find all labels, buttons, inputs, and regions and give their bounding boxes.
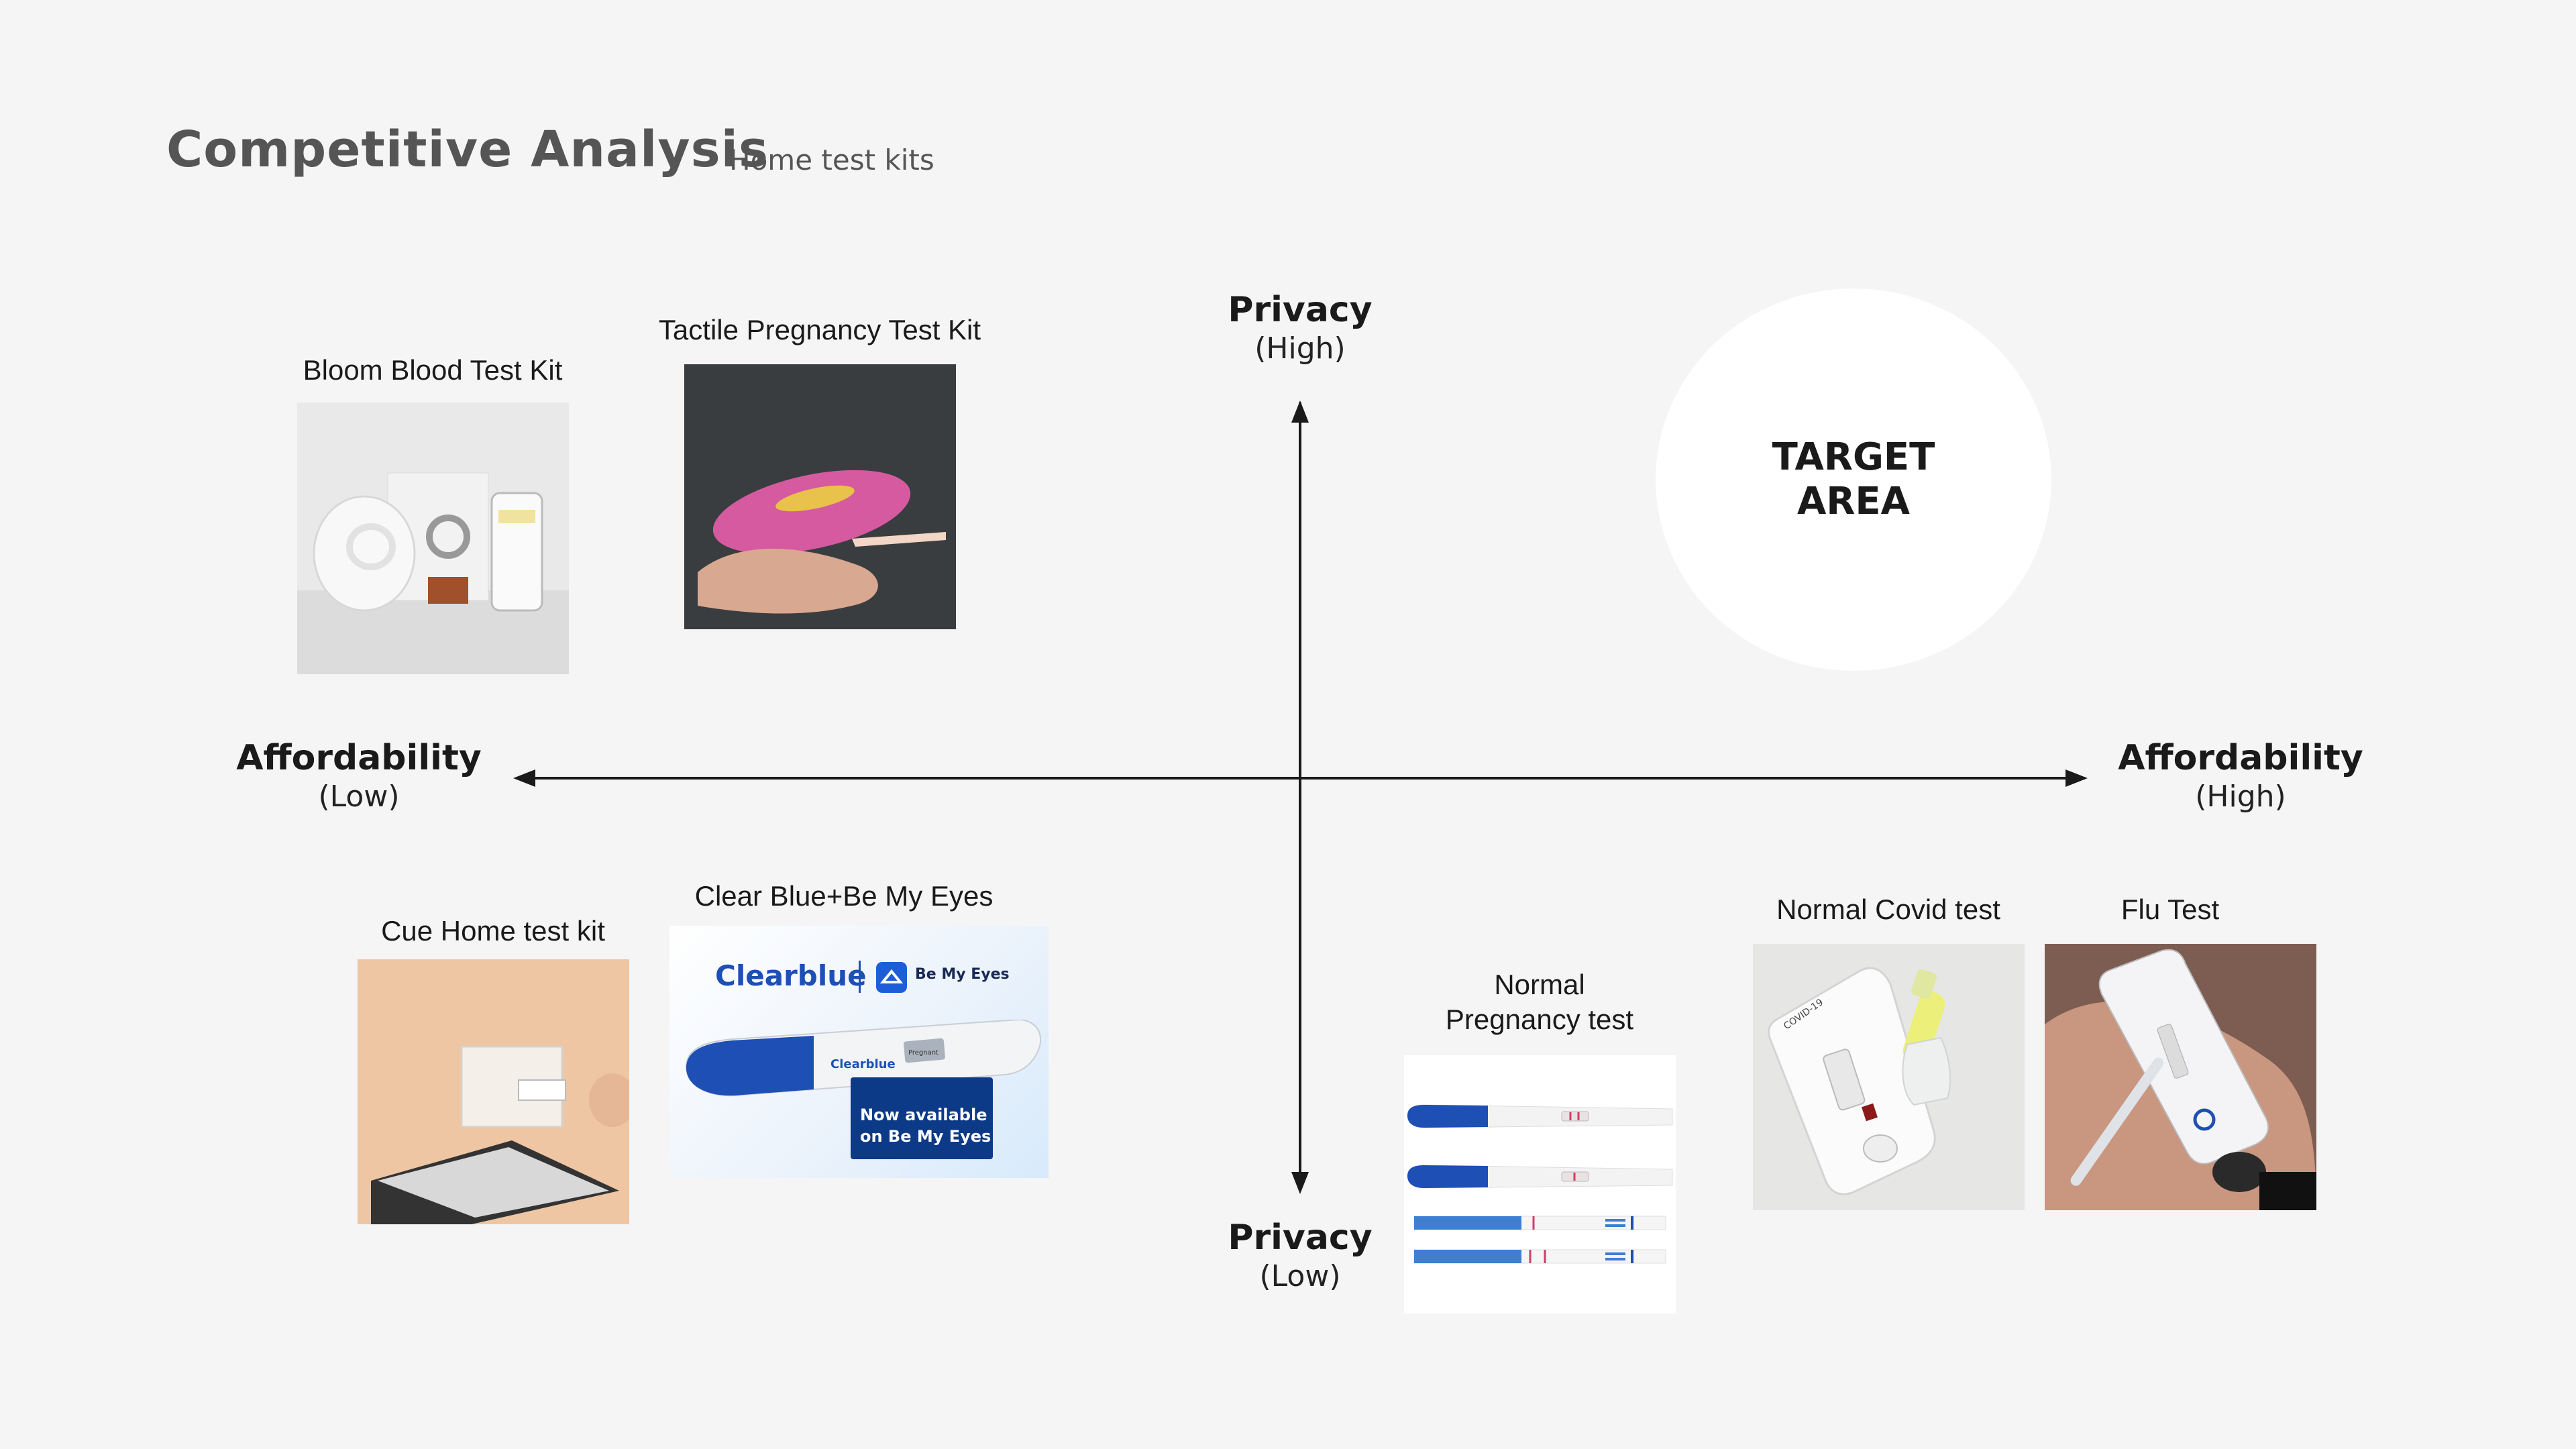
- target-area-label: TARGET AREA: [1772, 435, 1935, 523]
- pregnancy-label: Normal Pregnancy test: [1445, 969, 1634, 1035]
- horizontal-axis: [513, 769, 2088, 787]
- pregnancy-stick-2: [1407, 1165, 1673, 1189]
- cue-image: [358, 959, 629, 1224]
- clearblue-divider: [859, 961, 861, 993]
- banner-line2: on Be My Eyes: [860, 1127, 991, 1146]
- axis-label-right: Affordability (High): [2106, 738, 2375, 814]
- flu-label: Flu Test: [2121, 894, 2220, 925]
- covid-image: COVID-19: [1753, 944, 2025, 1210]
- axis-bottom-main: Privacy: [1228, 1218, 1373, 1258]
- arrow-down-icon: [1291, 1172, 1309, 1194]
- tactile-image: [684, 364, 956, 629]
- axis-label-left: Affordability (Low): [225, 738, 493, 814]
- arrow-left-icon: [513, 769, 535, 787]
- axis-label-top: Privacy (High): [1166, 290, 1434, 366]
- page-title: Competitive Analysis: [166, 121, 769, 178]
- axis-left-main: Affordability: [236, 738, 482, 778]
- clearblue-label: Clear Blue+Be My Eyes: [694, 880, 994, 912]
- axis-left-sub: (Low): [318, 780, 400, 814]
- bloom-image: [297, 402, 569, 674]
- axis-bottom-sub: (Low): [1259, 1259, 1341, 1293]
- clearblue-device: Clearblue Pregnant: [685, 1020, 1042, 1097]
- axis-top-sub: (High): [1254, 331, 1346, 366]
- vertical-axis: [1291, 400, 1309, 1194]
- axis-right-main: Affordability: [2118, 738, 2363, 778]
- be-my-eyes-icon: [876, 962, 907, 993]
- arrow-up-icon: [1291, 400, 1309, 423]
- pregnancy-stick-1: [1407, 1104, 1673, 1128]
- target-area: TARGET AREA: [1656, 288, 2051, 671]
- pregnancy-strip-2: [1413, 1249, 1666, 1264]
- tactile-label: Tactile Pregnancy Test Kit: [658, 314, 981, 345]
- bloom-label: Bloom Blood Test Kit: [303, 354, 563, 386]
- availability-banner: Now available on Be My Eyes: [851, 1077, 993, 1159]
- axis-top-main: Privacy: [1228, 290, 1373, 330]
- cue-label: Cue Home test kit: [381, 915, 605, 947]
- clearblue-brand: Clearblue: [715, 959, 867, 992]
- page-subtitle: Home test kits: [729, 144, 934, 176]
- covid-label: Normal Covid test: [1776, 894, 2000, 925]
- axis-right-sub: (High): [2195, 780, 2286, 814]
- pregnancy-image: [1404, 1055, 1676, 1313]
- banner-line1: Now available: [860, 1106, 987, 1124]
- axis-label-bottom: Privacy (Low): [1166, 1218, 1434, 1293]
- arrow-right-icon: [2065, 769, 2088, 787]
- device-screen: Pregnant: [908, 1049, 938, 1057]
- device-brand: Clearblue: [830, 1057, 896, 1071]
- partner-name: Be My Eyes: [915, 966, 1010, 983]
- pregnancy-strip-1: [1413, 1216, 1666, 1230]
- clearblue-image: Clearblue Be My Eyes Clearblue Pregnant …: [669, 926, 1049, 1178]
- flu-image: [2045, 944, 2316, 1210]
